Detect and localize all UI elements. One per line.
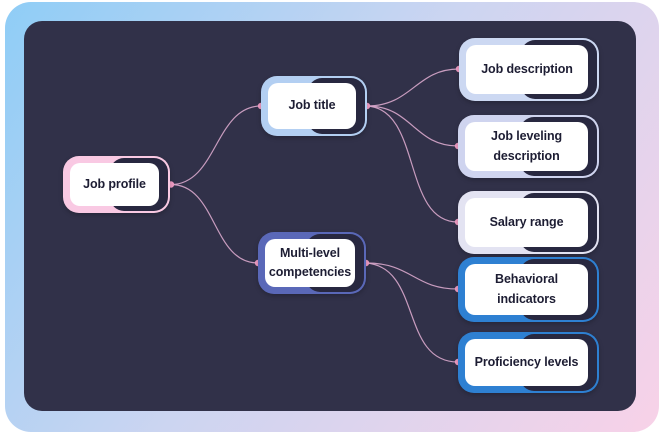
edge-job-profile-to-multi-level-competencies (170, 183, 259, 264)
edge-job-title-to-job-description (366, 68, 460, 107)
node-label: Job description (481, 61, 573, 76)
node-card: Job leveling description (465, 122, 588, 171)
node-card: Behavioral indicators (465, 264, 588, 315)
edge-job-title-to-salary-range (366, 105, 459, 223)
node-label: Proficiency levels (474, 354, 579, 369)
node-multi-level-competencies[interactable]: Multi-level competencies (258, 232, 366, 294)
node-card: Job description (466, 45, 588, 94)
node-salary-range[interactable]: Salary range (458, 191, 599, 254)
node-job-description[interactable]: Job description (459, 38, 599, 101)
node-card: Salary range (465, 198, 588, 247)
edge-multi-level-to-proficiency-levels (365, 262, 459, 363)
diagram-canvas: Job profile Job title Multi-level compet… (24, 21, 636, 411)
node-card: Multi-level competencies (265, 239, 355, 287)
node-proficiency-levels[interactable]: Proficiency levels (458, 332, 599, 393)
node-card: Job title (268, 83, 356, 129)
node-job-profile[interactable]: Job profile (63, 156, 170, 213)
node-label: Multi-level competencies (268, 245, 352, 279)
gradient-frame: Job profile Job title Multi-level compet… (5, 2, 659, 432)
edge-job-title-to-job-leveling-description (366, 105, 459, 147)
node-label: Behavioral indicators (495, 272, 558, 306)
node-job-leveling-description[interactable]: Job leveling description (458, 115, 599, 178)
node-label: Job profile (83, 176, 146, 191)
node-card: Proficiency levels (465, 339, 588, 386)
node-label: Job title (288, 98, 336, 113)
node-label: Salary range (489, 214, 564, 229)
node-label: Job leveling description (490, 129, 563, 163)
node-job-title[interactable]: Job title (261, 76, 367, 136)
node-behavioral-indicators[interactable]: Behavioral indicators (458, 257, 599, 322)
edge-job-profile-to-job-title (170, 105, 262, 186)
node-card: Job profile (70, 163, 159, 206)
edge-multi-level-to-behavioral-indicators (365, 262, 459, 290)
